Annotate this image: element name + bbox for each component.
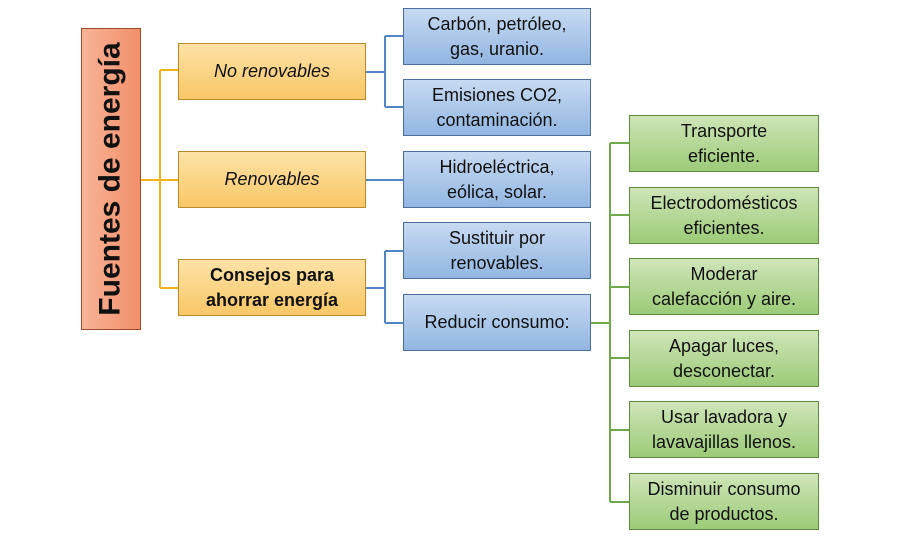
- tip-label: Usar lavadora y lavavajillas llenos.: [651, 406, 797, 452]
- tip-productos: Disminuir consumo de productos.: [629, 473, 819, 530]
- link-no-renovables-items: [366, 35, 403, 108]
- detail-tipos-label: Hidroeléctrica, eólica, solar.: [439, 156, 555, 202]
- category-no-renovables-label: No renovables: [213, 61, 331, 81]
- category-consejos: Consejos para ahorrar energía: [178, 259, 366, 316]
- link-consejos-items: [366, 250, 403, 324]
- detail-sustituir-label: Sustituir por renovables.: [448, 227, 546, 273]
- category-renovables: Renovables: [178, 151, 366, 208]
- detail-sustituir: Sustituir por renovables.: [403, 222, 591, 279]
- detail-tipos-renovables: Hidroeléctrica, eólica, solar.: [403, 151, 591, 208]
- tip-label: Moderar calefacción y aire.: [651, 263, 797, 309]
- tip-calefaccion: Moderar calefacción y aire.: [629, 258, 819, 315]
- tip-lavadora: Usar lavadora y lavavajillas llenos.: [629, 401, 819, 458]
- detail-reducir: Reducir consumo:: [403, 294, 591, 351]
- detail-efectos-label: Emisiones CO2, contaminación.: [431, 84, 563, 130]
- category-no-renovables: No renovables: [178, 43, 366, 100]
- tip-transporte: Transporte eficiente.: [629, 115, 819, 172]
- tip-electrodomesticos: Electrodomésticos eficientes.: [629, 187, 819, 244]
- root-label: Fuentes de energía: [94, 42, 128, 316]
- tip-label: Transporte eficiente.: [680, 120, 768, 166]
- detail-reducir-label: Reducir consumo:: [424, 312, 570, 332]
- tip-label: Disminuir consumo de productos.: [647, 478, 801, 524]
- detail-fuentes-no-renovables: Carbón, petróleo, gas, uranio.: [403, 8, 591, 65]
- link-root-categories: [141, 69, 178, 289]
- category-consejos-label: Consejos para ahorrar energía: [205, 264, 339, 310]
- detail-efectos-no-renovables: Emisiones CO2, contaminación.: [403, 79, 591, 136]
- category-renovables-label: Renovables: [224, 169, 320, 189]
- tip-luces: Apagar luces, desconectar.: [629, 330, 819, 387]
- tip-label: Apagar luces, desconectar.: [668, 335, 780, 381]
- root-node: Fuentes de energía: [81, 28, 141, 330]
- link-reducir-tips: [591, 142, 629, 503]
- detail-fuentes-label: Carbón, petróleo, gas, uranio.: [427, 13, 567, 59]
- tip-label: Electrodomésticos eficientes.: [650, 192, 798, 238]
